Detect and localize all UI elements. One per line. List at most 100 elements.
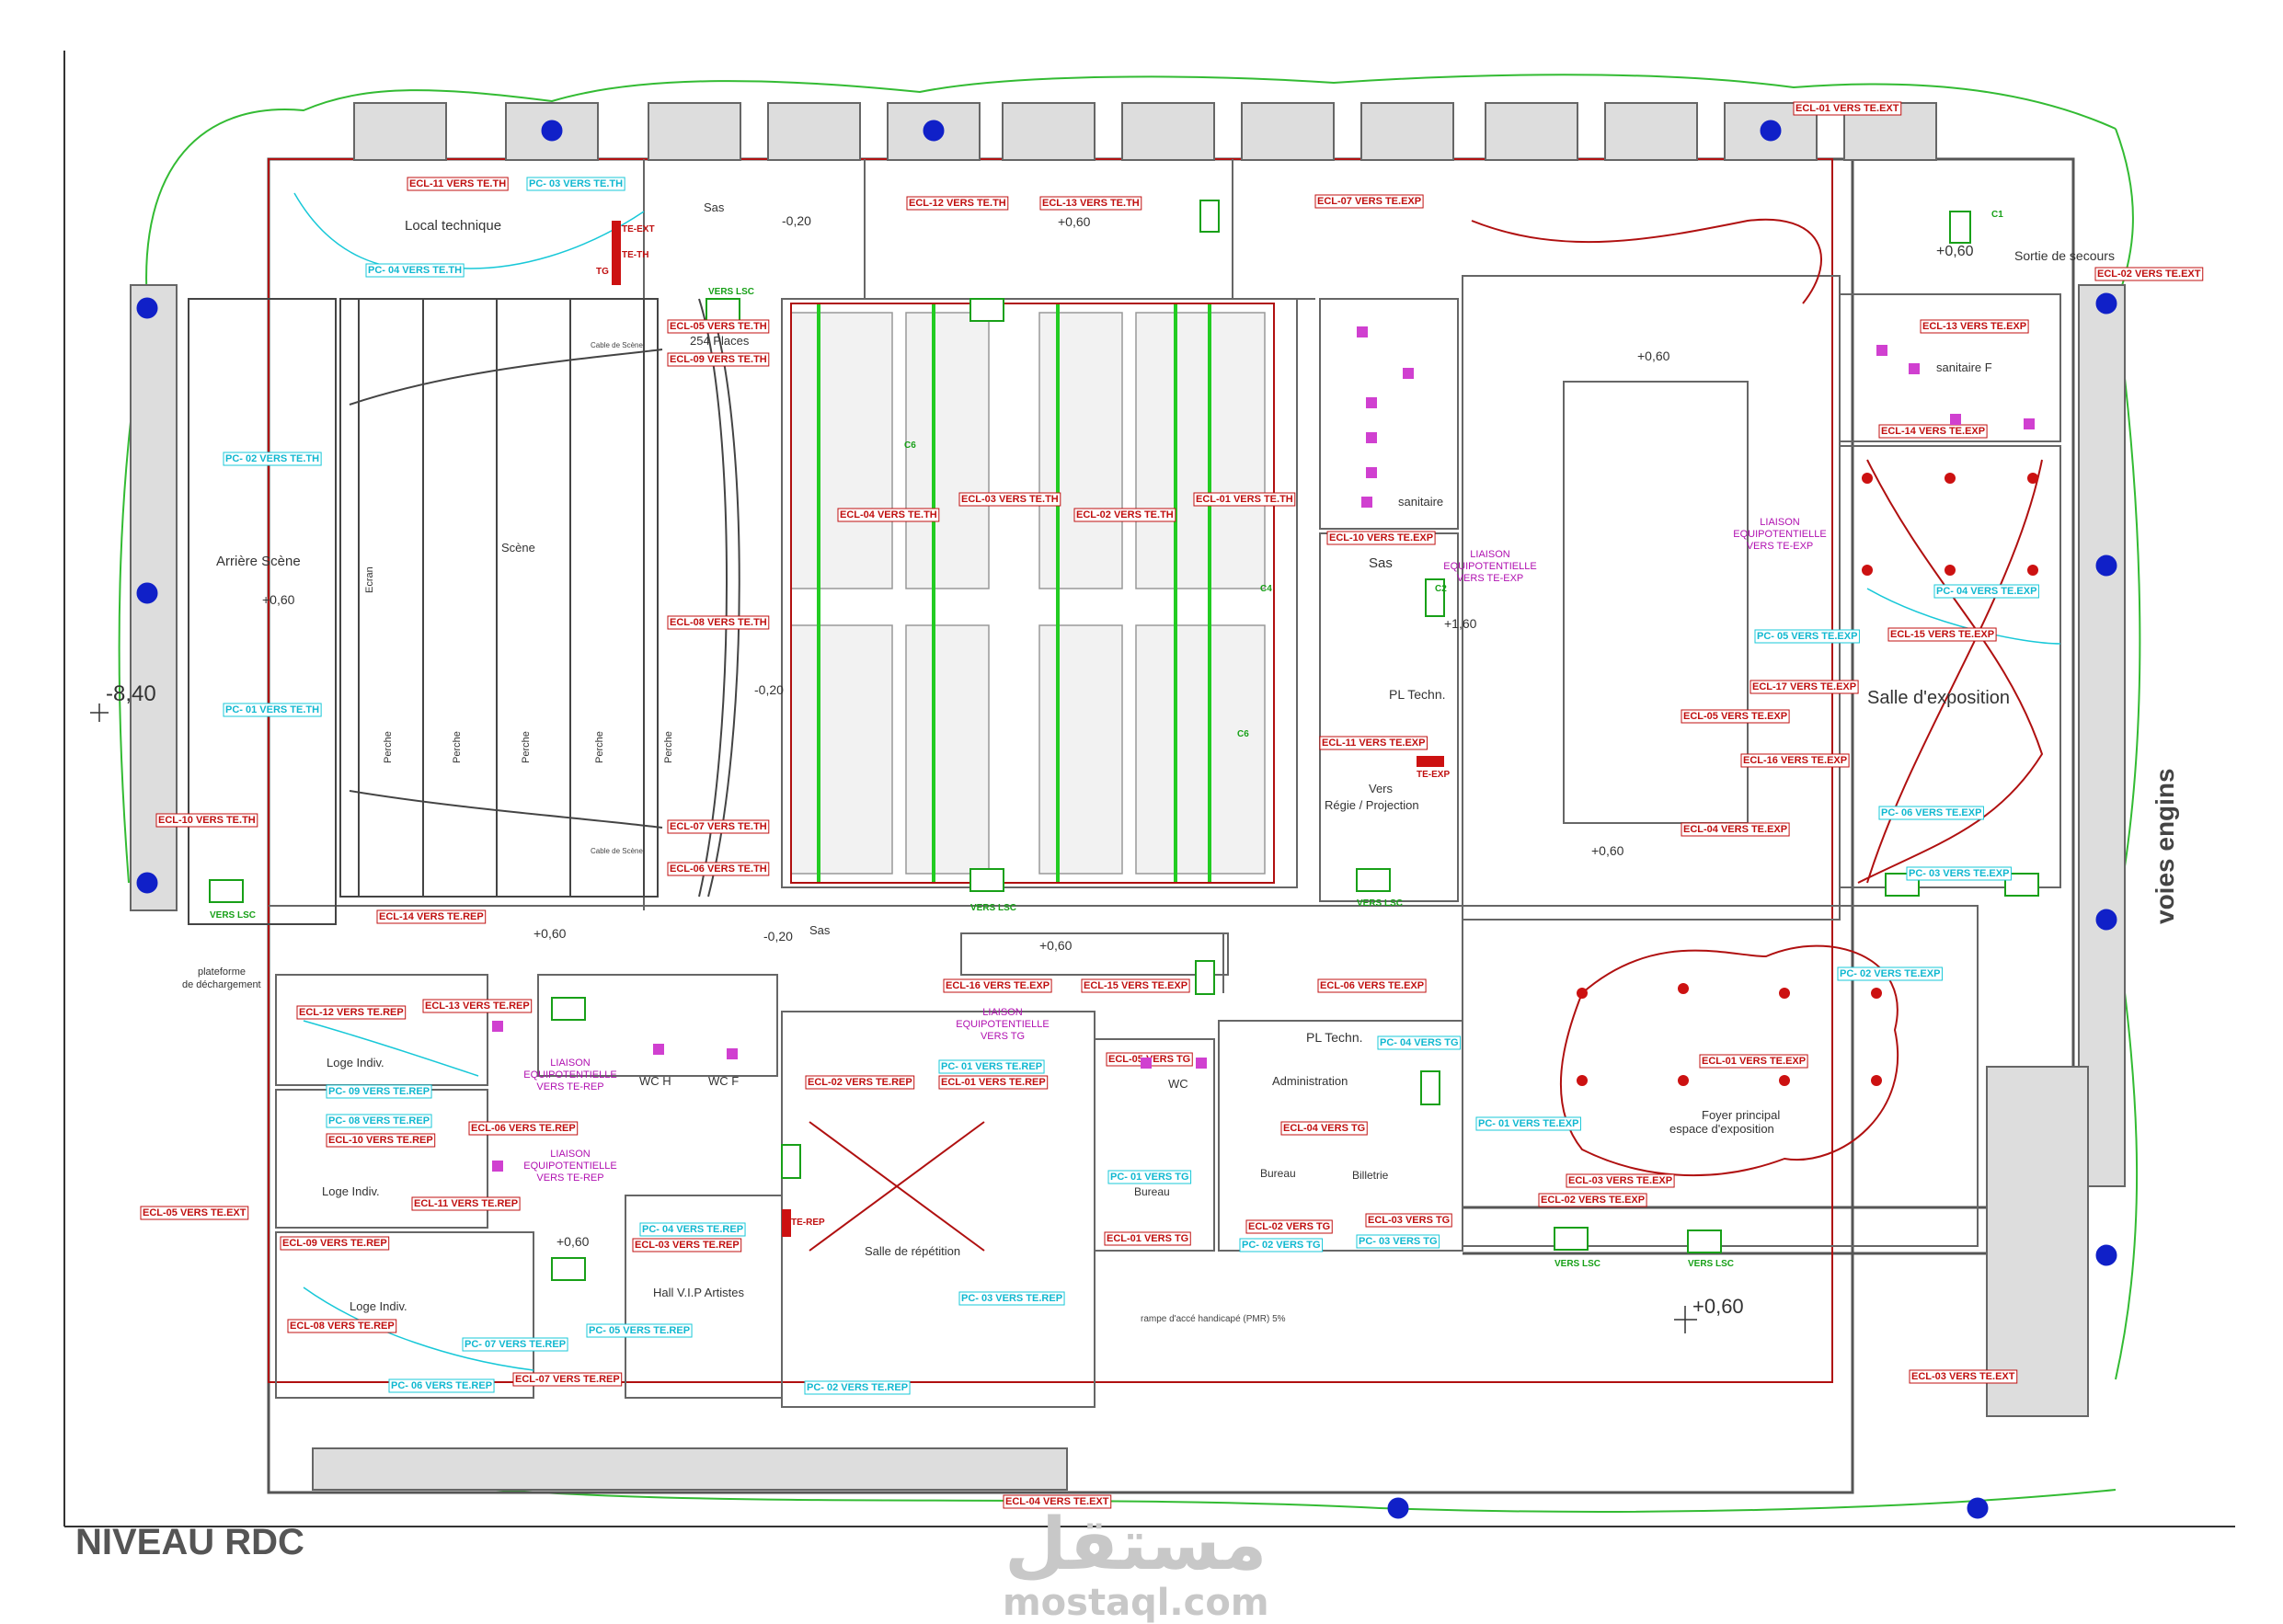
room-pl-techn-1: PL Techn. bbox=[1389, 687, 1446, 702]
room-administration: Administration bbox=[1272, 1074, 1348, 1088]
ecl-label: ECL-02 VERS TE.EXT bbox=[2097, 269, 2201, 280]
te-rep-label: TE-REP bbox=[791, 1218, 825, 1228]
ecl-label: ECL-02 VERS TE.TH bbox=[1076, 509, 1174, 520]
ecl-label-box bbox=[1878, 424, 1988, 439]
liaison-8: EQUIPOTENTIELLE bbox=[956, 1019, 1049, 1030]
magenta-fixtures bbox=[492, 326, 2035, 1172]
level-1: -8,40 bbox=[106, 681, 156, 706]
ecl-label-box bbox=[805, 1075, 915, 1090]
room-hall-vip: Hall V.I.P Artistes bbox=[653, 1286, 744, 1299]
side-label: voies engins bbox=[2151, 768, 2179, 924]
ecl-label: ECL-10 VERS TE.EXP bbox=[1329, 532, 1433, 543]
level-10: +0,60 bbox=[533, 926, 567, 941]
small-labels: TE-EXT TE-TH TG TE-EXP TE-REP VERS LSC V… bbox=[210, 210, 2003, 1324]
ecl-label-box bbox=[1314, 194, 1424, 209]
ecl-label-box bbox=[1887, 627, 1997, 642]
room-salle-repetition: Salle de répétition bbox=[865, 1244, 960, 1258]
watermark-latin: mostaql.com bbox=[1003, 1582, 1269, 1624]
c6-label-1: C6 bbox=[904, 440, 916, 451]
ecl-label-box bbox=[407, 177, 509, 191]
ecl-label: ECL-05 VERS TE.TH bbox=[670, 321, 767, 332]
ecl-label: ECL-01 VERS TE.EXT bbox=[1795, 103, 1899, 114]
perche-1: Perche bbox=[383, 731, 394, 763]
liaison-10: LIAISON bbox=[550, 1058, 590, 1069]
lsc-label-6: VERS LSC bbox=[1688, 1259, 1734, 1269]
room-sanitaire: sanitaire bbox=[1398, 495, 1443, 509]
ecl-label-box bbox=[1750, 680, 1859, 694]
level-12: +0,60 bbox=[1936, 244, 1974, 259]
ecl-label-box bbox=[667, 352, 770, 367]
ecl-label-box bbox=[1920, 319, 2029, 334]
ecl-label-box bbox=[667, 862, 770, 876]
pc-label: PC- 02 VERS TE.REP bbox=[807, 1382, 908, 1393]
room-scene: Scène bbox=[501, 541, 535, 555]
room-wc-f: WC F bbox=[708, 1074, 739, 1088]
pc-label-box bbox=[326, 1114, 432, 1128]
room-dechargement: de déchargement bbox=[182, 979, 261, 990]
perche-4: Perche bbox=[594, 731, 605, 763]
ecl-label: ECL-01 VERS TE.EXP bbox=[1702, 1056, 1806, 1067]
pc-label-box bbox=[223, 703, 322, 717]
ecl-label: ECL-01 VERS TG bbox=[1107, 1233, 1188, 1244]
pc-label: PC- 07 VERS TE.REP bbox=[465, 1339, 566, 1350]
ecl-label-box bbox=[2094, 267, 2204, 281]
ecl-label: ECL-11 VERS TE.EXP bbox=[1322, 738, 1425, 749]
pc-label-box bbox=[1933, 584, 2039, 599]
liaison-13: LIAISON bbox=[550, 1149, 590, 1160]
pc-label-box bbox=[1356, 1234, 1440, 1249]
ecl-label-box bbox=[943, 978, 1052, 993]
ecl-label-box bbox=[1566, 1173, 1675, 1188]
ecl-label-box bbox=[1081, 978, 1190, 993]
te-ext-label: TE-EXT bbox=[622, 224, 655, 234]
pc-label-box bbox=[526, 177, 625, 191]
pc-label: PC- 09 VERS TE.REP bbox=[328, 1086, 430, 1097]
ecl-label-box bbox=[411, 1196, 521, 1211]
ecl-label-box bbox=[667, 615, 770, 630]
ecl-label-box bbox=[1909, 1369, 2018, 1384]
room-bureau-1: Bureau bbox=[1134, 1185, 1170, 1198]
room-sas-2: Sas bbox=[1369, 555, 1393, 571]
ecl-label: ECL-05 VERS TE.EXT bbox=[143, 1207, 247, 1218]
ecl-label: ECL-07 VERS TE.TH bbox=[670, 821, 767, 832]
lsc-label-5: VERS LSC bbox=[1555, 1259, 1600, 1269]
watermark: مستقل mostaql.com bbox=[1003, 1508, 1269, 1624]
ecl-label-box bbox=[1003, 1494, 1112, 1509]
ecl-label-box bbox=[468, 1121, 579, 1136]
room-loge-1: Loge Indiv. bbox=[327, 1056, 384, 1069]
ecl-label-box bbox=[1681, 822, 1790, 837]
room-sas-3: Sas bbox=[809, 923, 831, 937]
ecl-label-box bbox=[632, 1238, 742, 1252]
pc-label-box bbox=[365, 263, 465, 278]
room-bureau-2: Bureau bbox=[1260, 1167, 1296, 1180]
c6-label-2: C6 bbox=[1237, 729, 1249, 739]
ecl-label: ECL-10 VERS TE.TH bbox=[158, 815, 256, 826]
ecl-label-box bbox=[422, 999, 533, 1013]
ecl-label: ECL-16 VERS TE.EXP bbox=[1743, 755, 1847, 766]
level-6: +0,60 bbox=[1637, 349, 1670, 363]
ecl-label: ECL-16 VERS TE.EXP bbox=[946, 980, 1050, 991]
drawing-title: NIVEAU RDC bbox=[75, 1522, 304, 1562]
level-9: -0,20 bbox=[763, 929, 793, 944]
exterior-lamps bbox=[136, 120, 2117, 1519]
ecl-label: ECL-10 VERS TE.REP bbox=[328, 1135, 433, 1146]
ecl-label-box bbox=[512, 1372, 623, 1387]
ecl-label-box bbox=[667, 319, 770, 334]
ecl-label: ECL-13 VERS TE.REP bbox=[425, 1001, 530, 1012]
pc-label: PC- 05 VERS TE.EXP bbox=[1757, 631, 1857, 642]
level-texts: -8,40 +0,60 -0,20 -0,20 +0,60 +0,60 +1,6… bbox=[106, 213, 1974, 1318]
liaison-7: LIAISON bbox=[982, 1007, 1022, 1018]
ecl-label-box bbox=[1793, 101, 1902, 116]
ecl-label-box bbox=[1326, 531, 1436, 545]
pc-label: PC- 08 VERS TE.REP bbox=[328, 1115, 430, 1127]
room-pl-techn-2: PL Techn. bbox=[1306, 1030, 1363, 1045]
te-th-label: TE-TH bbox=[622, 250, 648, 260]
room-foyer: Foyer principal bbox=[1702, 1108, 1780, 1122]
room-loge-2: Loge Indiv. bbox=[322, 1184, 380, 1198]
liaison-9: VERS TG bbox=[981, 1031, 1025, 1042]
liaison-11: EQUIPOTENTIELLE bbox=[523, 1069, 616, 1081]
liaison-1: LIAISON bbox=[1470, 549, 1509, 560]
perche-3: Perche bbox=[521, 731, 532, 763]
room-billetrie: Billetrie bbox=[1352, 1169, 1389, 1182]
level-4: -0,20 bbox=[754, 682, 784, 697]
auditorium-red-circuit bbox=[790, 303, 1275, 884]
